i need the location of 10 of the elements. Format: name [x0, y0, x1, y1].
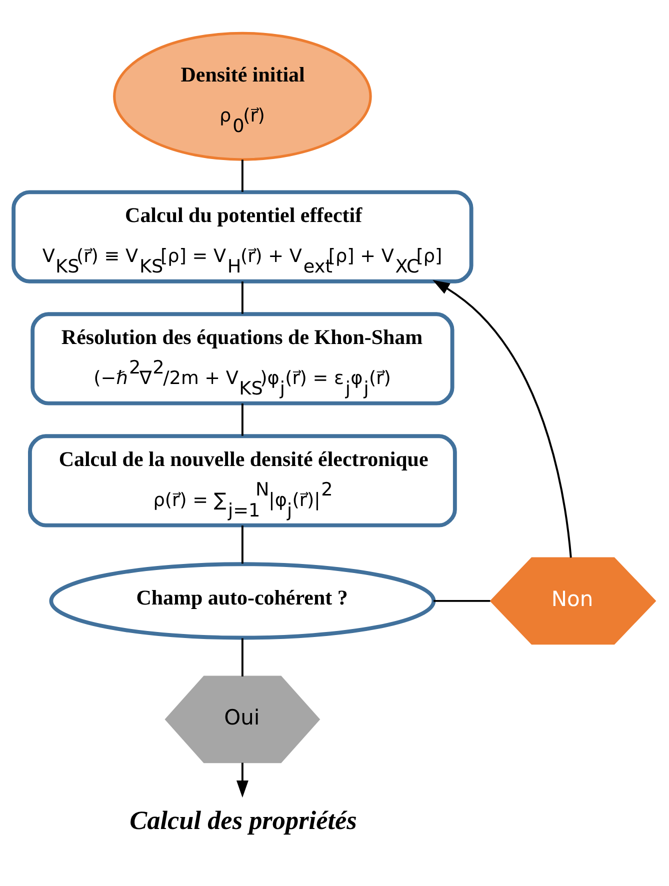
connector [241, 404, 244, 436]
connector [241, 638, 244, 676]
connector [241, 282, 244, 314]
arrow [236, 762, 248, 798]
connector [434, 600, 490, 602]
node-ellipse: Champ auto-cohérent ? [49, 562, 436, 640]
node-text: Calcul des propriétés [130, 806, 357, 836]
arrow [432, 280, 572, 558]
connector [241, 526, 244, 564]
connector [241, 160, 244, 192]
